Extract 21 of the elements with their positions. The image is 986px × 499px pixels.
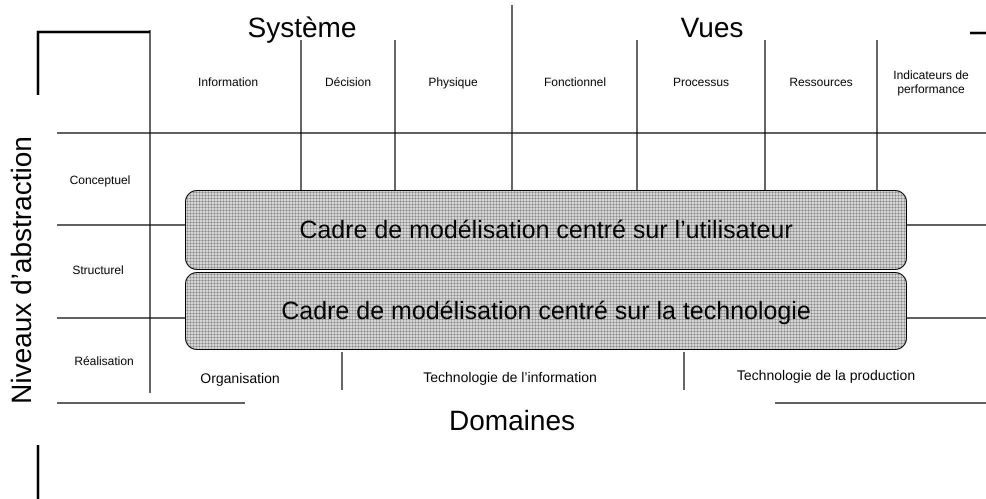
column-header: Physique	[428, 76, 478, 90]
framework-box	[185, 272, 907, 350]
framework-title: Cadre de modélisation centré sur la technologie	[281, 296, 811, 326]
row-header: Structurel	[72, 264, 124, 278]
axis-title: Système	[248, 12, 356, 44]
axis-title: Vues	[680, 12, 744, 44]
column-header: Décision	[324, 76, 372, 90]
axis-title: Niveaux d’abstraction	[6, 136, 38, 404]
framework-box	[185, 190, 907, 270]
domain-label: Organisation	[200, 370, 280, 386]
row-header: Réalisation	[74, 355, 134, 369]
framework-title: Cadre de modélisation centré sur l’utilisateur	[299, 216, 793, 244]
row-header: Conceptuel	[70, 174, 130, 188]
axis-title: Domaines	[448, 404, 576, 438]
domain-label: Technologie de l’information	[423, 368, 597, 386]
column-header: Fonctionnel	[544, 76, 606, 90]
column-header: Indicateurs de performance	[892, 69, 970, 97]
domain-label: Technologie de la production	[736, 366, 916, 384]
column-header: Processus	[672, 76, 730, 90]
column-header: Information	[198, 76, 258, 90]
column-header: Ressources	[789, 76, 853, 90]
